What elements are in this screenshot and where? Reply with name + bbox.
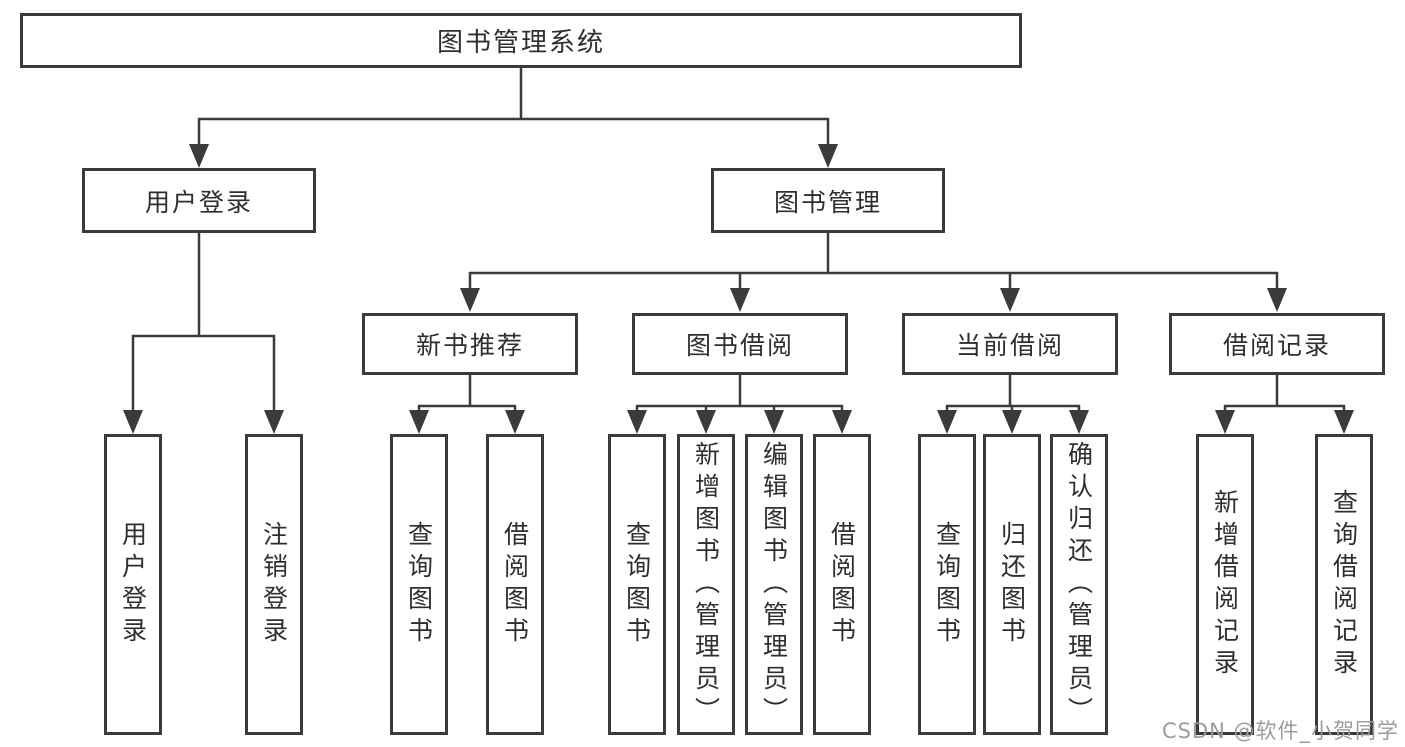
leaf-confirm-return-admin: 确认归还（管理员） [1050,434,1108,735]
edge-new-book-recommend-to-leaves [409,374,525,434]
arrowhead-icon [1267,288,1287,312]
arrowhead-icon [1000,288,1020,312]
leaf-query-borrow-record: 查询借阅记录 [1315,434,1373,735]
arrowhead-icon [1002,410,1022,434]
leaf-label: 查询借阅记录 [1329,488,1359,681]
leaf-query-books-current: 查询图书 [918,434,976,735]
edge-book-management-to-level3 [460,233,1287,312]
arrowhead-icon [764,410,784,434]
edge-borrowing-records-to-leaves [1215,374,1354,434]
watermark: CSDN @软件_小贺同学 [1161,719,1399,743]
leaf-label: 确认归还（管理员） [1064,440,1094,729]
node-label: 借阅记录 [1222,331,1331,360]
arrowhead-icon [937,410,957,434]
arrowhead-icon [123,410,143,434]
leaf-label: 查询图书 [932,520,962,649]
arrowhead-icon [505,410,525,434]
node-label: 图书管理 [773,187,882,217]
node-label: 图书管理系统 [436,28,605,58]
arrowhead-icon [730,288,750,312]
node-book-management: 图书管理 [711,168,945,233]
arrowhead-icon [189,144,209,168]
arrowhead-icon [818,144,838,168]
leaf-add-borrow-record: 新增借阅记录 [1196,434,1254,735]
node-label: 用户登录 [144,187,253,217]
edge-book-borrowing-to-leaves [627,374,852,434]
node-book-borrowing: 图书借阅 [632,313,848,375]
leaf-borrow-books-borrowing: 借阅图书 [813,434,871,735]
node-label: 图书借阅 [685,331,794,360]
leaf-label: 归还图书 [997,520,1027,649]
leaf-label: 注销登录 [259,520,289,649]
leaf-label: 新增借阅记录 [1210,488,1240,681]
leaf-query-books-recommend: 查询图书 [390,434,448,735]
edge-current-borrowing-to-leaves [937,374,1089,434]
leaf-logout: 注销登录 [245,434,303,735]
edge-user-login-to-leaves [123,233,284,434]
leaf-label: 用户登录 [118,520,148,649]
leaf-return-book: 归还图书 [983,434,1041,735]
leaf-label: 查询图书 [404,520,434,649]
arrowhead-icon [627,410,647,434]
leaf-query-books-borrowing: 查询图书 [608,434,666,735]
arrowhead-icon [1215,410,1235,434]
arrowhead-icon [264,410,284,434]
arrowhead-icon [1069,410,1089,434]
leaf-label: 查询图书 [622,520,652,649]
leaf-user-login: 用户登录 [104,434,162,735]
node-label: 新书推荐 [415,331,524,360]
arrowhead-icon [460,288,480,312]
node-borrowing-records: 借阅记录 [1169,313,1385,375]
node-user-login: 用户登录 [82,168,316,233]
leaf-edit-book-admin: 编辑图书（管理员） [745,434,803,735]
arrowhead-icon [409,410,429,434]
leaf-add-book-admin: 新增图书（管理员） [677,434,735,735]
leaf-label: 借阅图书 [827,520,857,649]
edge-root-to-level2 [189,68,838,168]
leaf-label: 借阅图书 [500,520,530,649]
node-current-borrowing: 当前借阅 [902,313,1118,375]
node-root: 图书管理系统 [20,13,1022,68]
leaf-label: 新增图书（管理员） [691,440,721,729]
leaf-borrow-books-recommend: 借阅图书 [486,434,544,735]
arrowhead-icon [696,410,716,434]
node-new-book-recommend: 新书推荐 [362,313,578,375]
node-label: 当前借阅 [955,331,1064,360]
arrowhead-icon [1334,410,1354,434]
arrowhead-icon [832,410,852,434]
leaf-label: 编辑图书（管理员） [759,440,789,729]
